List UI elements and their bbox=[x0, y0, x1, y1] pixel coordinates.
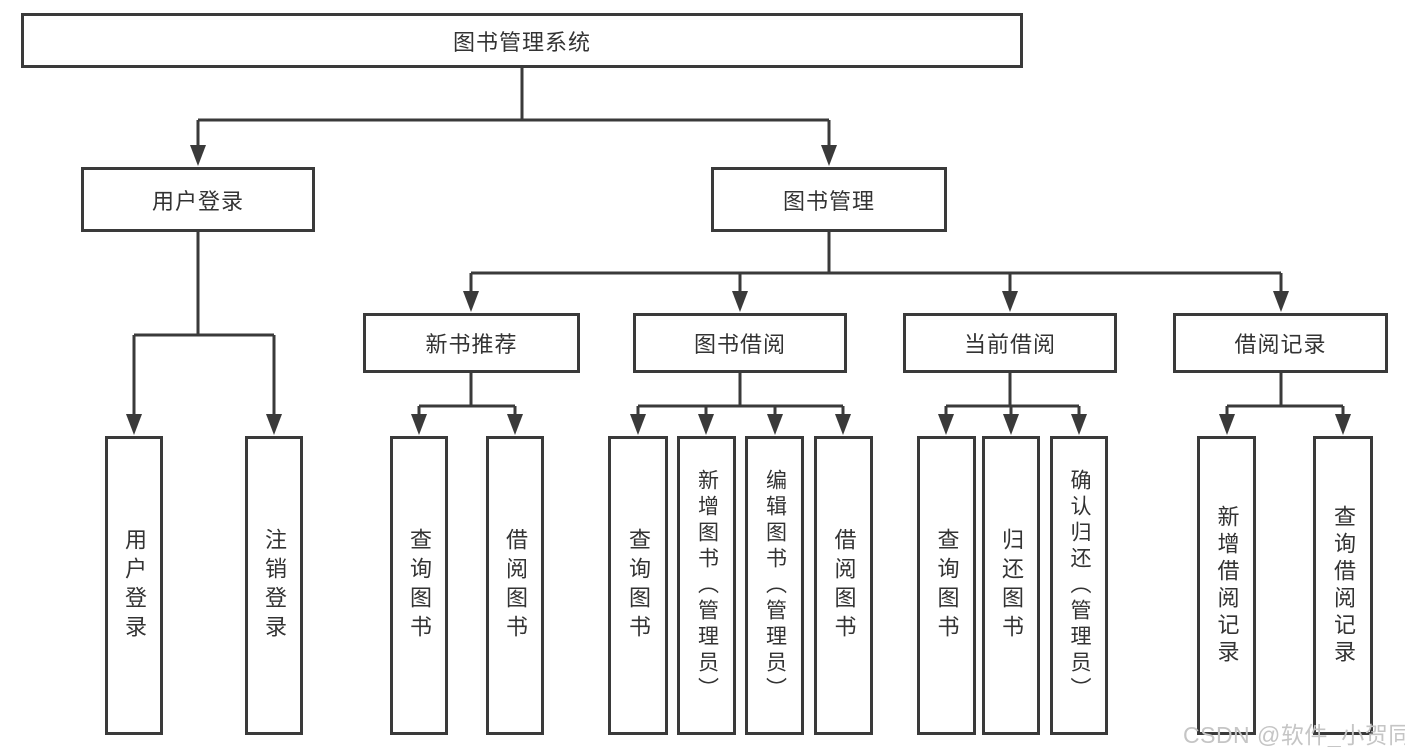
node-book-management-label: 图书管理 bbox=[782, 188, 875, 214]
node-current-borrow-label: 当前借阅 bbox=[963, 332, 1056, 357]
node-new-book-recommend-label: 新书推荐 bbox=[425, 332, 518, 357]
leaf-records-add-record: 新增借阅记录 bbox=[1197, 436, 1256, 735]
leaf-label: 借阅图书 bbox=[831, 527, 857, 644]
leaf-borrow-edit-books-admin: 编辑图书（管理员） bbox=[745, 436, 804, 735]
leaf-label: 新增借阅记录 bbox=[1214, 504, 1240, 667]
node-user-login: 用户登录 bbox=[81, 167, 315, 232]
leaf-newrec-borrow-books: 借阅图书 bbox=[486, 436, 544, 735]
leaf-label: 新增图书（管理员） bbox=[695, 468, 719, 703]
node-book-borrow: 图书借阅 bbox=[633, 313, 847, 373]
leaf-label: 归还图书 bbox=[999, 527, 1024, 644]
leaf-borrow-borrow-books: 借阅图书 bbox=[814, 436, 873, 735]
leaf-label: 借阅图书 bbox=[503, 527, 528, 644]
leaf-label: 查询借阅记录 bbox=[1331, 504, 1356, 667]
node-root-label: 图书管理系统 bbox=[452, 29, 591, 55]
node-root-system: 图书管理系统 bbox=[21, 13, 1023, 68]
node-borrow-records-label: 借阅记录 bbox=[1234, 332, 1327, 357]
node-new-book-recommend: 新书推荐 bbox=[363, 313, 580, 373]
leaf-user-login-action: 用户登录 bbox=[105, 436, 163, 735]
node-current-borrow: 当前借阅 bbox=[903, 313, 1117, 373]
node-book-borrow-label: 图书借阅 bbox=[693, 332, 786, 357]
node-book-management: 图书管理 bbox=[711, 167, 947, 232]
leaf-label: 编辑图书（管理员） bbox=[763, 468, 787, 703]
leaf-label: 用户登录 bbox=[122, 527, 147, 644]
leaf-logout-action: 注销登录 bbox=[245, 436, 303, 735]
leaf-borrow-query-books: 查询图书 bbox=[608, 436, 668, 735]
leaf-current-confirm-return-admin: 确认归还（管理员） bbox=[1050, 436, 1108, 735]
leaf-label: 查询图书 bbox=[407, 527, 432, 644]
leaf-borrow-add-books-admin: 新增图书（管理员） bbox=[677, 436, 736, 735]
leaf-records-query-record: 查询借阅记录 bbox=[1313, 436, 1373, 735]
leaf-label: 注销登录 bbox=[262, 527, 287, 644]
node-borrow-records: 借阅记录 bbox=[1173, 313, 1388, 373]
leaf-label: 查询图书 bbox=[626, 527, 651, 644]
csdn-watermark: CSDN @软件_小贺同学 bbox=[1183, 722, 1405, 747]
leaf-label: 查询图书 bbox=[934, 527, 960, 644]
leaf-current-query-books: 查询图书 bbox=[917, 436, 976, 735]
leaf-label: 确认归还（管理员） bbox=[1068, 468, 1091, 703]
arrowheads bbox=[126, 145, 1351, 435]
node-user-login-label: 用户登录 bbox=[151, 188, 244, 214]
leaf-current-return-books: 归还图书 bbox=[982, 436, 1040, 735]
leaf-newrec-query-books: 查询图书 bbox=[390, 436, 448, 735]
